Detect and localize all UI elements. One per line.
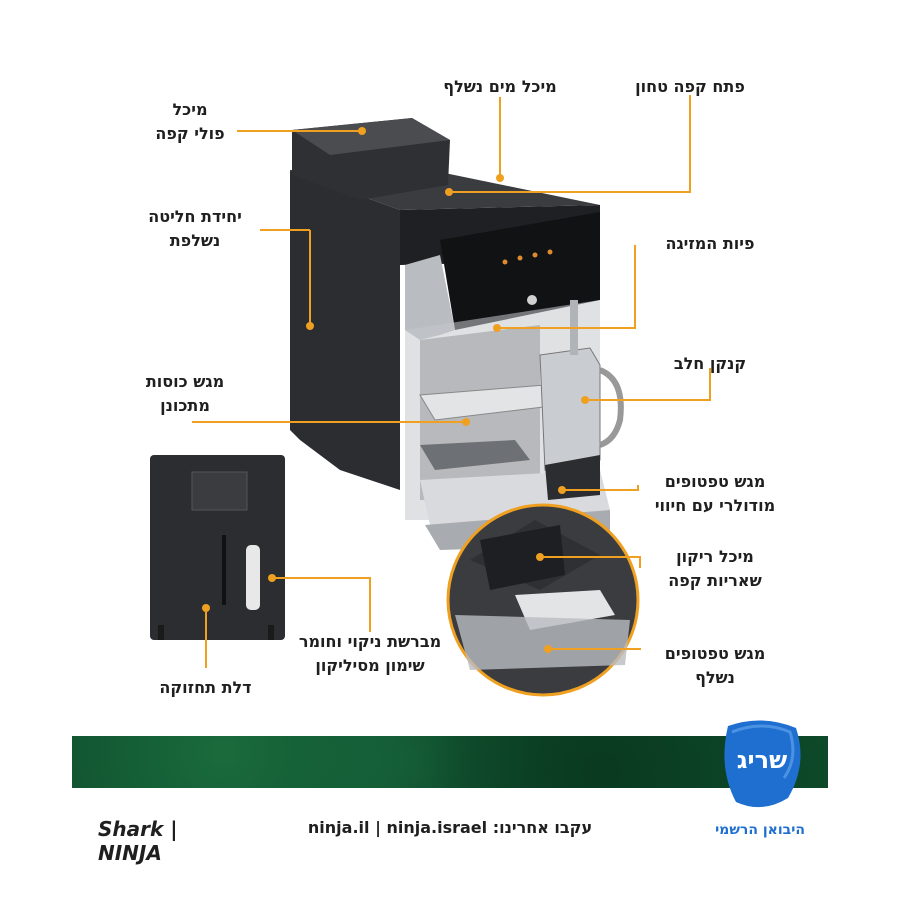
control-panel [440,212,600,330]
importer-logo-text: שריג [736,746,788,774]
front-steel [405,255,455,340]
label-ground-coffee: פתח קפה טחון [635,77,745,96]
cleaning-brush-shape [246,545,260,610]
bean-hopper-lid [292,118,450,155]
coffee-machine [290,118,624,550]
maintenance-door-shape [150,455,285,640]
machine-side-panel [290,170,400,490]
label-spouts: פיות המזיגה [665,234,755,253]
callout-dots [202,127,589,653]
callout-lines [192,95,711,668]
green-banner [72,736,828,788]
label-milk-jug: קנקן חלב [673,354,747,373]
importer-caption: היבואן הרשמי [715,822,805,838]
label-water-tank: מיכל מים נשלף [443,77,557,96]
control-knob [527,295,537,305]
shark-ninja-logo: Shark | NINJA [98,817,178,865]
lower-grill [420,440,530,470]
social-follow-text: עקבו אחרינו: ninja.il | ninja.israel [307,818,593,837]
label-maintenance-door: דלת תחזוקה [159,678,252,697]
importer-logo-icon [724,720,801,808]
inset-detail [446,503,640,697]
